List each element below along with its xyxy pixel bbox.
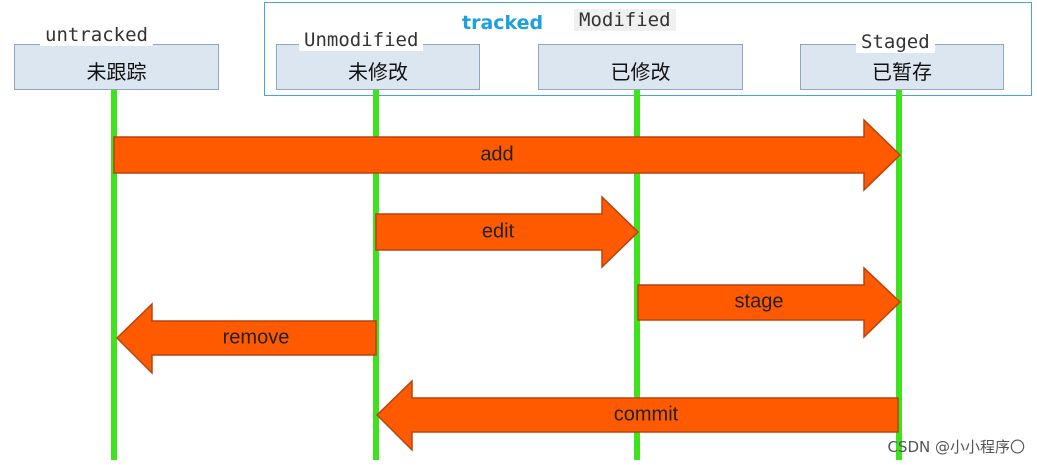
arrow-label-stage: stage [734, 290, 784, 313]
lifeline-untracked [111, 90, 117, 460]
watermark-text: CSDN @小小程序〇 [887, 438, 1025, 456]
tracked-group-label: tracked [462, 12, 544, 34]
state-box-unmodified: 未修改 [276, 44, 480, 90]
arrow-edit [375, 195, 640, 269]
tracked-group-border [264, 2, 1032, 96]
arrow-label-commit: commit [613, 403, 679, 426]
lifeline-staged [896, 90, 902, 460]
lifeline-modified [634, 90, 640, 460]
state-label-unmodified: Unmodified [299, 29, 424, 51]
state-label-staged: Staged [856, 31, 935, 53]
lifeline-unmodified [373, 90, 379, 460]
state-label-untracked: untracked [40, 24, 153, 46]
state-box-modified: 已修改 [538, 44, 743, 90]
arrow-commit [375, 379, 899, 452]
arrow-label-add: add [480, 143, 514, 166]
arrow-label-edit: edit [481, 220, 515, 243]
arrow-label-remove: remove [222, 326, 290, 349]
state-box-untracked: 未跟踪 [14, 44, 219, 90]
state-label-modified: Modified [574, 9, 676, 31]
arrow-add [113, 118, 902, 192]
arrow-remove [115, 302, 377, 375]
arrow-stage [637, 266, 902, 339]
